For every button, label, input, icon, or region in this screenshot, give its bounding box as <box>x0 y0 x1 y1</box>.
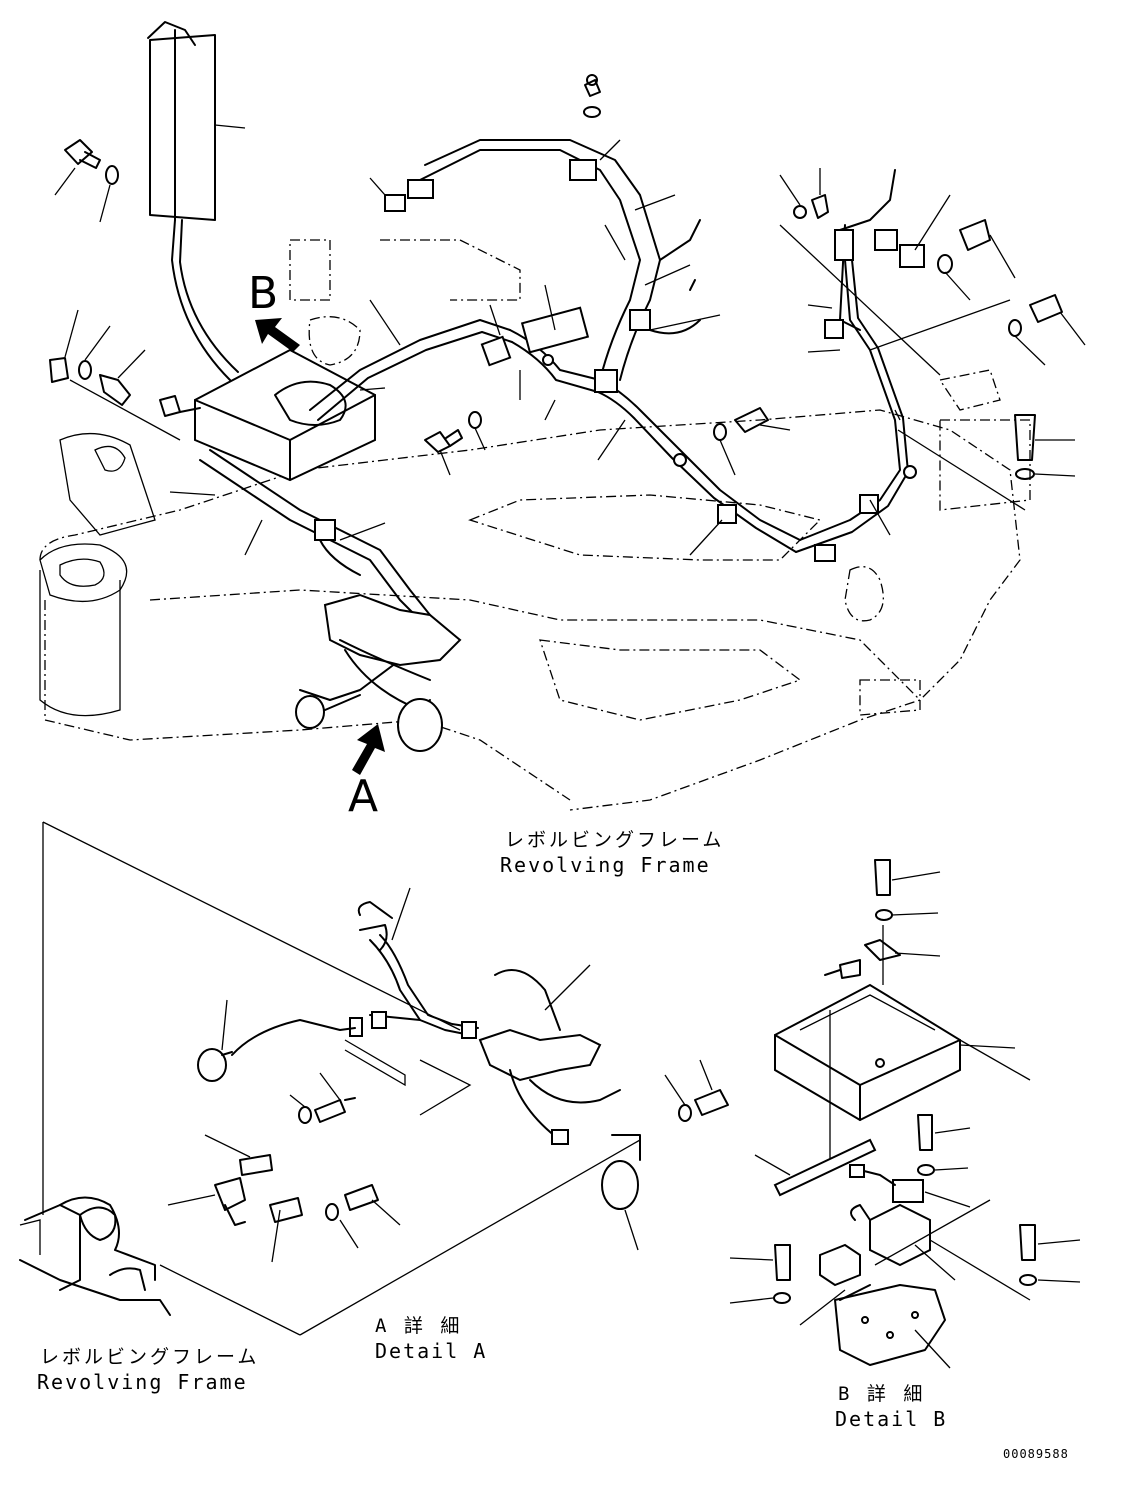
detail-a-switch-bracket <box>478 969 641 1210</box>
caption-detail-b-en: Detail B <box>835 1407 948 1431</box>
detail-a-harness <box>197 901 479 1082</box>
switch-assembly-upper <box>295 593 462 752</box>
bolt-washer-set-left <box>49 309 181 441</box>
drawing-number: 00089588 <box>1003 1447 1069 1461</box>
view-arrow-b <box>255 318 300 352</box>
leader-lines-upper <box>169 139 1026 556</box>
view-label-b: B <box>248 268 279 319</box>
harness-clamps <box>314 306 917 541</box>
caption-detail-a-en: Detail A <box>375 1339 488 1363</box>
bolt-washer-set-upper-left <box>54 139 119 223</box>
caption-frame-top-jp: レボルビングフレーム <box>505 829 725 851</box>
detail-b-cover <box>774 983 1016 1122</box>
controller-box <box>159 348 376 482</box>
cover-bracket <box>147 21 246 381</box>
caption-detail-a-jp: A 詳 細 <box>375 1315 463 1337</box>
detail-b-bolts-top <box>824 859 941 1160</box>
detail-b-relay-bracket <box>799 1164 1031 1369</box>
view-label-a: A <box>348 771 379 822</box>
view-arrow-a <box>352 724 385 775</box>
caption-detail-b-jp: B 詳 細 <box>838 1383 926 1405</box>
caption-frame-bottom-en: Revolving Frame <box>37 1370 248 1394</box>
detail-b-bolts-sides <box>729 1039 1081 1304</box>
connectors-upper <box>384 74 925 562</box>
bolt-washer-sets-right <box>424 168 1086 480</box>
revolving-frame-outline <box>39 239 1031 811</box>
detail-a-outline <box>42 821 641 1336</box>
caption-frame-bottom-jp: レボルビングフレーム <box>40 1346 260 1368</box>
detail-b-strip <box>754 1138 877 1197</box>
caption-frame-top-en: Revolving Frame <box>500 853 711 877</box>
detail-a-small-parts <box>167 887 729 1263</box>
detail-a-frame-piece <box>19 1196 171 1316</box>
